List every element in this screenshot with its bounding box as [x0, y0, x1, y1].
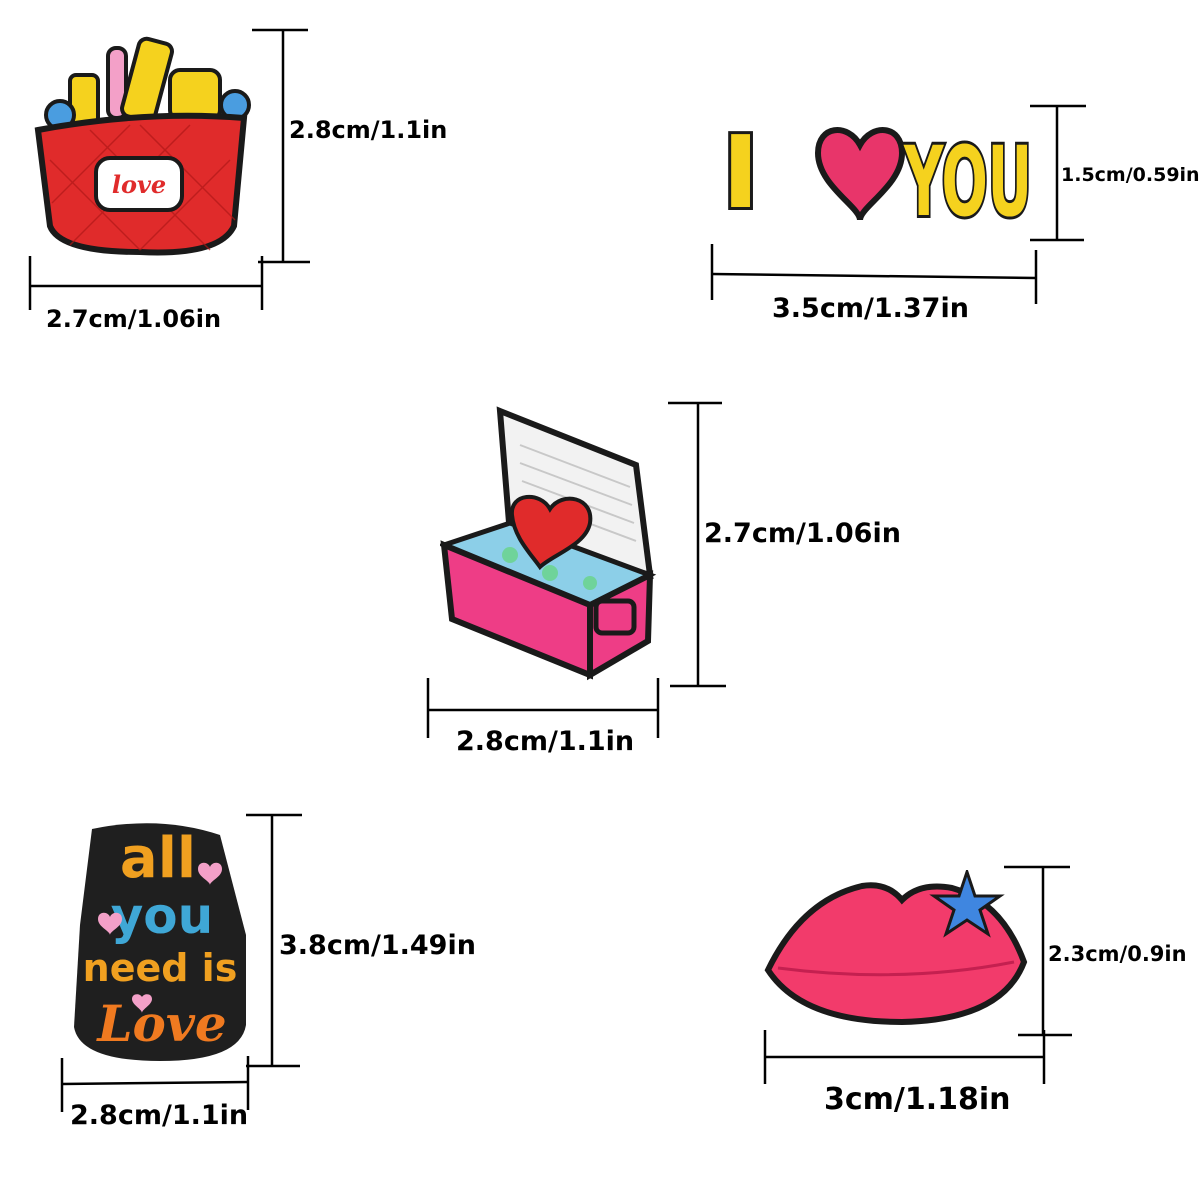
line-love-text: Love — [95, 994, 226, 1053]
i-love-you-height-label: 1.5cm/0.59in — [1061, 164, 1200, 186]
lips-icon — [764, 867, 1028, 1026]
all-you-need-is-love-charm: all you need is Love — [70, 815, 250, 1065]
line-all-text: all — [120, 826, 196, 891]
i-love-you-charm: I YOU — [708, 95, 1038, 250]
i-love-you-width-label: 3.5cm/1.37in — [772, 293, 969, 324]
line-you-text: you — [111, 887, 214, 945]
bag-love-text: love — [112, 170, 166, 199]
makeup-bag-width-label: 2.7cm/1.06in — [46, 305, 222, 333]
all-you-need-width-label: 2.8cm/1.1in — [70, 1100, 249, 1131]
lips-charm — [762, 867, 1032, 1030]
makeup-bag-height-label: 2.8cm/1.1in — [289, 116, 448, 144]
cooler-width-label: 2.8cm/1.1in — [456, 726, 635, 757]
makeup-bag-charm: love — [30, 30, 262, 262]
heart-icon — [814, 127, 906, 221]
star-icon — [929, 867, 1005, 938]
lips-height-label: 2.3cm/0.9in — [1048, 942, 1187, 966]
you-text: YOU — [903, 126, 1032, 238]
makeup-bag-icon: love — [34, 36, 251, 256]
i-love-you-icon: I YOU — [719, 111, 1035, 241]
cooler-height-label: 2.7cm/1.06in — [704, 518, 901, 549]
i-letter-text: I — [722, 114, 759, 231]
lips-width-label: 3cm/1.18in — [824, 1082, 1011, 1117]
cooler-charm — [436, 405, 660, 685]
all-you-need-is-love-icon: all you need is Love — [74, 823, 246, 1061]
all-you-need-height-label: 3.8cm/1.49in — [279, 930, 476, 961]
cooler-icon — [436, 406, 657, 681]
line-need-is-text: need is — [83, 946, 238, 990]
